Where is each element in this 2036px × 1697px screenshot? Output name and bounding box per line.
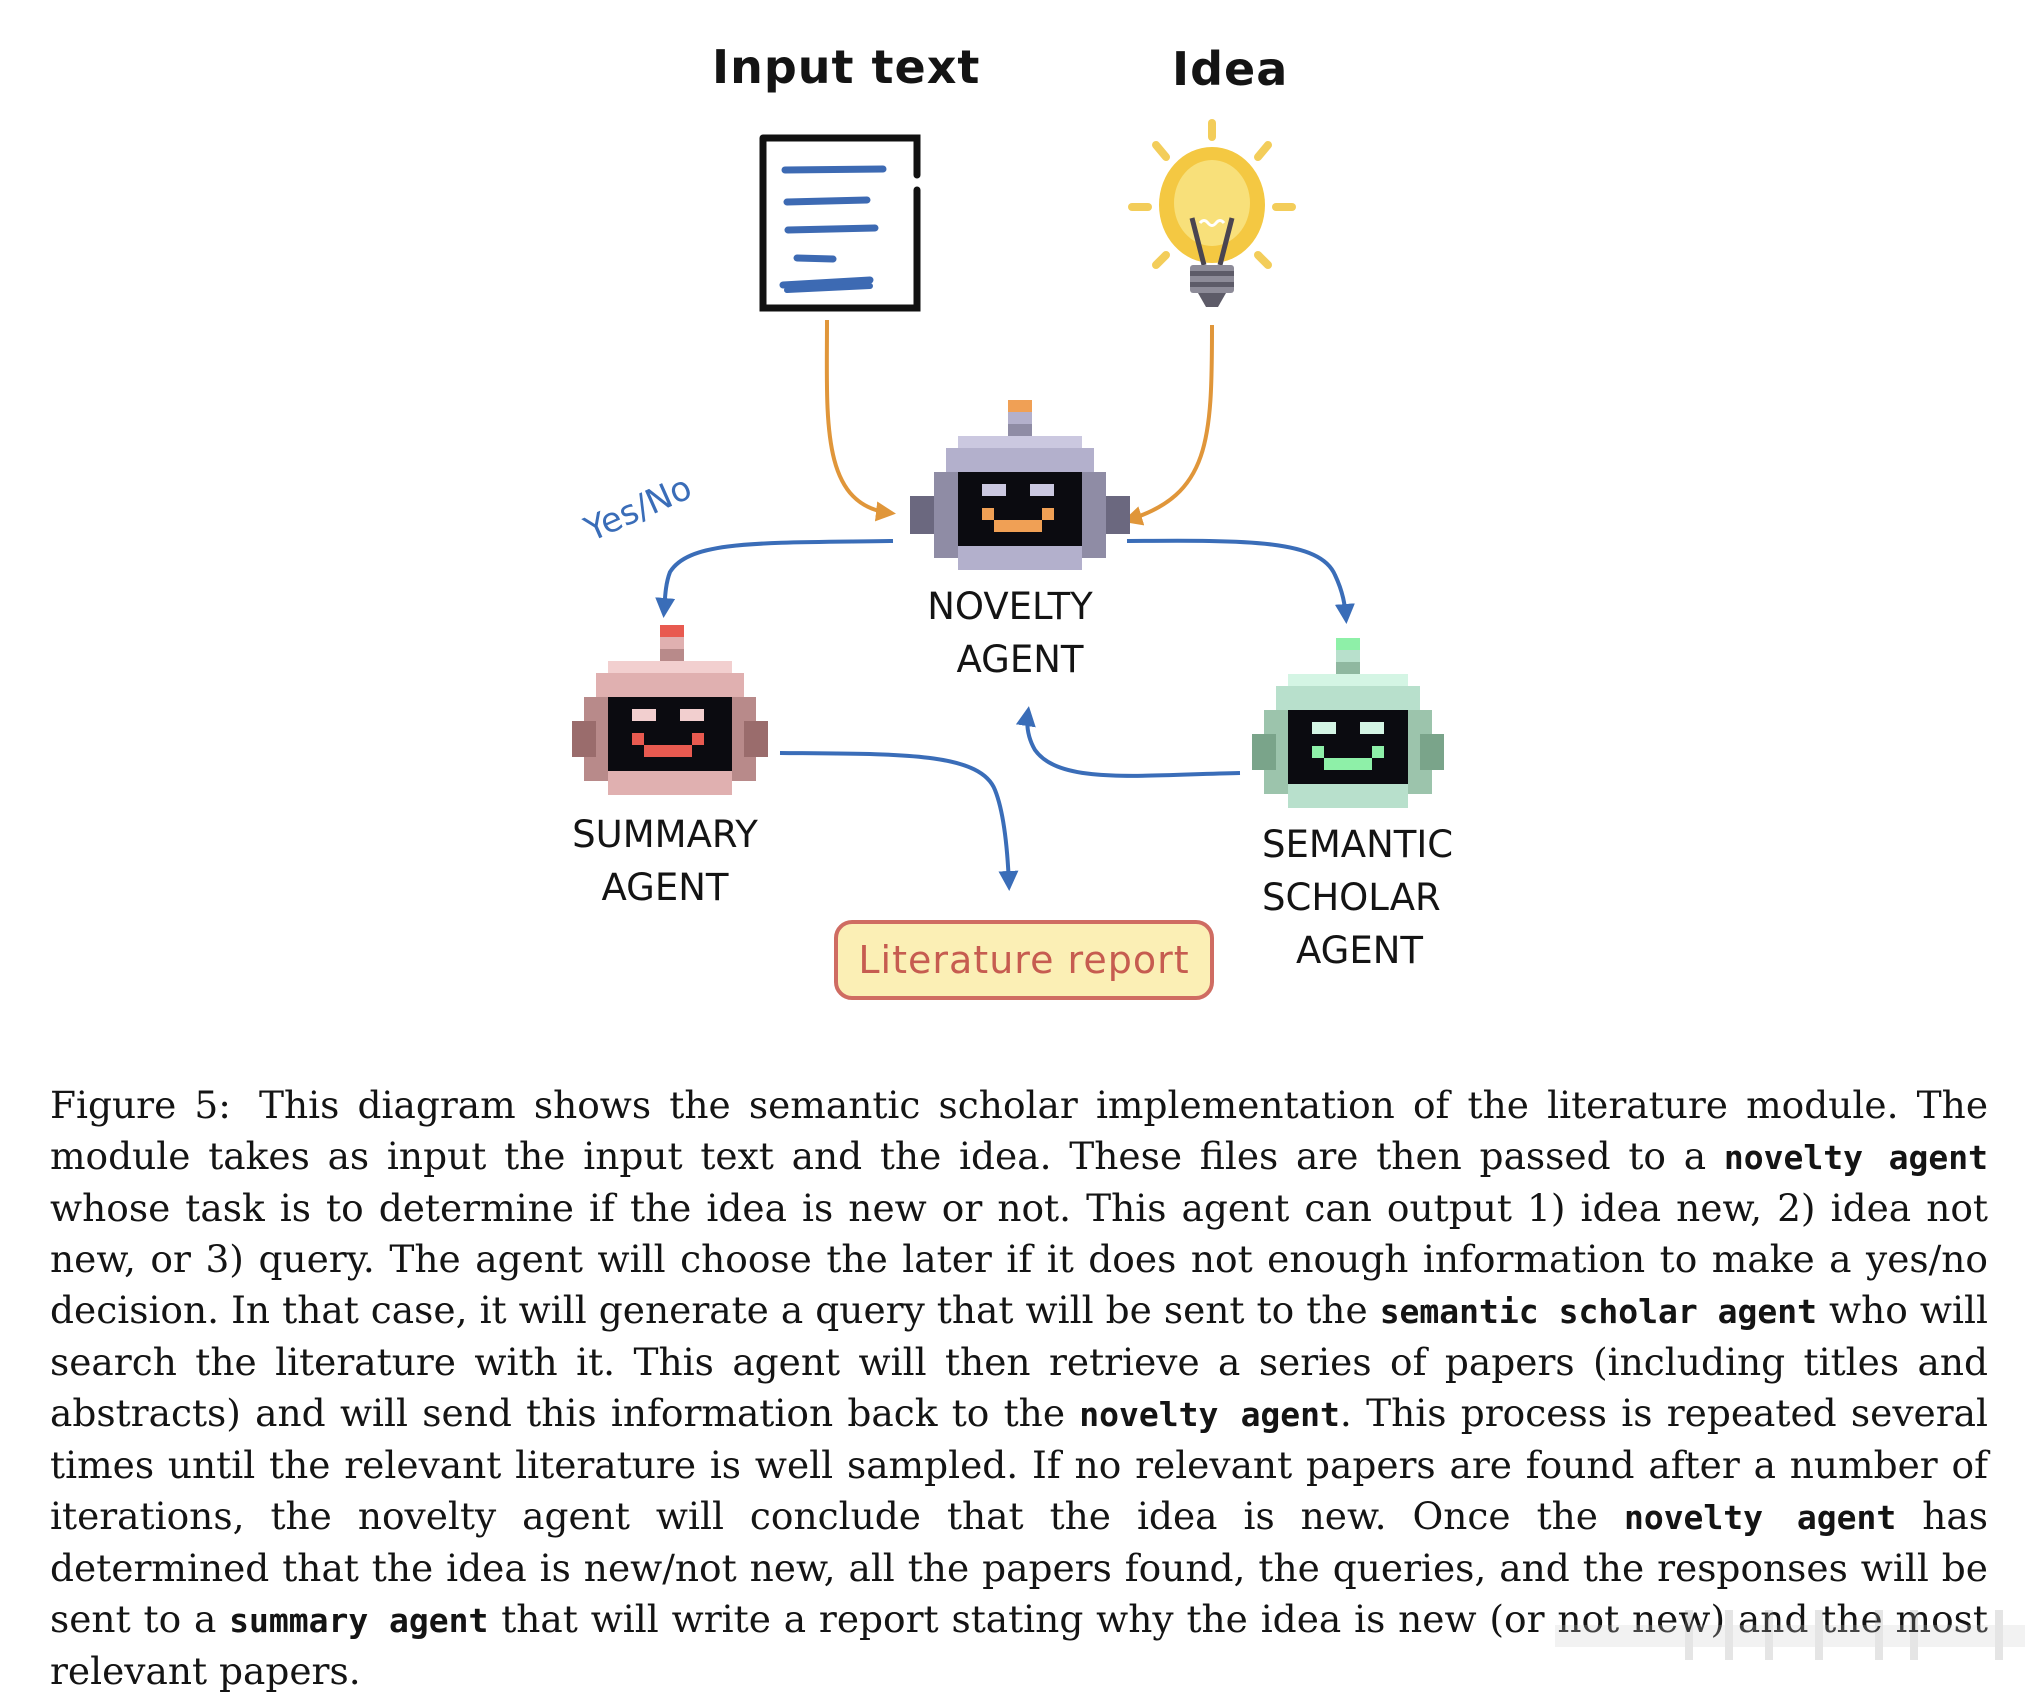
semantic-scholar-agent-label-line3: AGENT bbox=[1296, 929, 1423, 972]
caption-body: This diagram shows the semantic scholar … bbox=[50, 1083, 1988, 1693]
caption-text-segment: that will write a report stating why the… bbox=[50, 1597, 1988, 1693]
summary-agent-label-line1: SUMMARY bbox=[572, 813, 758, 856]
caption-code-term: semantic scholar agent bbox=[1379, 1292, 1818, 1331]
literature-module-diagram: Input text Idea bbox=[570, 40, 1462, 1000]
semantic-scholar-agent-label: SEMANTIC SCHOLAR AGENT bbox=[1262, 818, 1462, 977]
figure-label: Figure 5: bbox=[50, 1083, 231, 1127]
edges-layer bbox=[655, 319, 1355, 891]
caption-code-term: summary agent bbox=[229, 1601, 489, 1640]
figure-caption: Figure 5:This diagram shows the semantic… bbox=[50, 1080, 1988, 1697]
caption-code-term: novelty agent bbox=[1079, 1395, 1340, 1434]
caption-text-segment: This diagram shows the semantic scholar … bbox=[50, 1083, 1989, 1178]
caption-text-segment: whose task is to determine if the idea i… bbox=[50, 1186, 1988, 1332]
novelty-agent-label-line2: AGENT bbox=[956, 638, 1084, 681]
idea-title: Idea bbox=[1172, 42, 1289, 96]
summary-agent-label: SUMMARY AGENT bbox=[570, 808, 760, 914]
caption-text-segment: who will search the literature with it. … bbox=[50, 1288, 1988, 1435]
novelty-agent-label: NOVELTY AGENT bbox=[920, 580, 1100, 686]
watermark-logo bbox=[1555, 1610, 2025, 1660]
novelty-agent-robot-icon bbox=[910, 400, 1130, 570]
semantic-scholar-agent-label-line2: SCHOLAR bbox=[1262, 876, 1441, 919]
semantic-scholar-agent-robot-icon bbox=[1252, 638, 1444, 808]
caption-text-segment: . This process is repeated several times… bbox=[50, 1391, 1988, 1538]
document-icon bbox=[759, 134, 921, 312]
caption-code-term: novelty agent bbox=[1723, 1138, 1989, 1177]
edge-novelty-to-scholar bbox=[1126, 538, 1355, 624]
input-text-title: Input text bbox=[712, 40, 981, 94]
edge-input-to-novelty bbox=[824, 319, 896, 522]
lightbulb-icon bbox=[1128, 119, 1296, 307]
edge-summary-to-report bbox=[779, 751, 1019, 891]
summary-agent-robot-icon bbox=[572, 625, 768, 795]
edge-scholar-to-novelty bbox=[1015, 706, 1241, 778]
edge-idea-to-novelty bbox=[1122, 324, 1214, 526]
literature-report-label: Literature report bbox=[858, 938, 1190, 982]
caption-code-term: novelty agent bbox=[1623, 1498, 1897, 1537]
edge-novelty-to-summary bbox=[655, 539, 894, 618]
caption-text-segment: has determined that the idea is new/not … bbox=[50, 1494, 1988, 1641]
novelty-agent-label-line1: NOVELTY bbox=[927, 585, 1093, 628]
summary-agent-label-line2: AGENT bbox=[601, 866, 729, 909]
literature-report-box: Literature report bbox=[834, 920, 1214, 1000]
semantic-scholar-agent-label-line1: SEMANTIC bbox=[1262, 823, 1454, 866]
